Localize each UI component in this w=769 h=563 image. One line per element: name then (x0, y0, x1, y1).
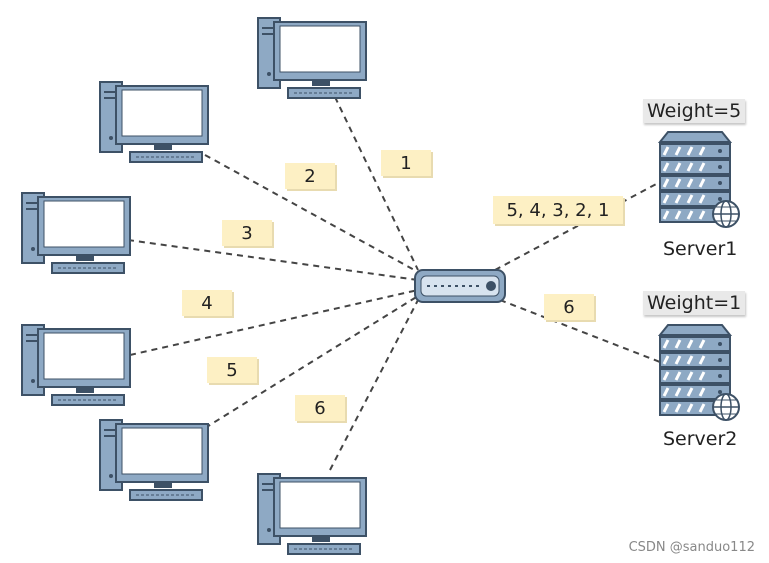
client-computer-icon (257, 17, 367, 99)
packet-tag-3: 3 (222, 220, 272, 246)
packet-tag-6: 6 (295, 395, 345, 421)
server2-weight: Weight=1 (643, 291, 746, 315)
server2-name: Server2 (663, 428, 738, 450)
link-client-3 (127, 239, 419, 281)
server-icon (657, 131, 740, 228)
link-client-5 (204, 295, 419, 429)
packet-tag-4: 4 (182, 290, 232, 316)
packet-tag-5: 5 (207, 357, 257, 383)
client-computer-icon (21, 192, 131, 274)
link-client-4 (129, 289, 419, 356)
server1-weight: Weight=5 (643, 99, 746, 123)
server1-queue-tag: 5, 4, 3, 2, 1 (493, 196, 623, 224)
load-balancer (414, 269, 506, 303)
packet-label: 5 (226, 359, 238, 381)
server-icon (657, 324, 740, 421)
packet-label: 1 (400, 152, 412, 174)
link-client-2 (204, 154, 419, 273)
client-computer-icon (99, 81, 209, 163)
packet-label: 3 (241, 222, 253, 244)
server2-queue-tag: 6 (544, 294, 594, 320)
watermark: CSDN @sanduo112 (628, 540, 755, 555)
link-client-1 (334, 96, 419, 271)
packet-label: 2 (304, 165, 316, 187)
server1-queue-label: 5, 4, 3, 2, 1 (506, 199, 610, 221)
packet-label: 6 (314, 397, 326, 419)
power-icon (486, 281, 496, 291)
packet-label: 4 (201, 292, 213, 314)
link-client-6 (329, 299, 419, 471)
globe-icon (712, 200, 740, 228)
server1-name: Server1 (663, 238, 738, 260)
server2-queue-label: 6 (563, 296, 575, 318)
packet-tag-2: 2 (285, 163, 335, 189)
client-computer-icon (257, 473, 367, 555)
globe-icon (712, 393, 740, 421)
packet-tag-1: 1 (381, 150, 431, 176)
client-computer-icon (21, 324, 131, 406)
link-server1 (494, 181, 661, 271)
client-computer-icon (99, 419, 209, 501)
